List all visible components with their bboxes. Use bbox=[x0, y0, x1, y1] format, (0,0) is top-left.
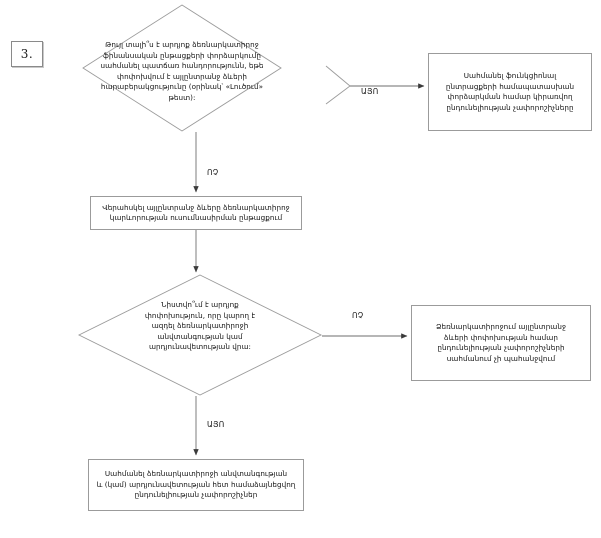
process-define-safety-criteria-label: Սահմանել ձեռնարկատիրոջի անվտանգության և … bbox=[96, 469, 296, 500]
decision-funding-test[interactable]: Թույլ տալի՞ս է արդյոք ձեռնարկատիրոջ ֆինա… bbox=[82, 4, 282, 132]
process-define-acceptance-criteria[interactable]: Սահմանել ֆունկցիոնալ ընտրացքերի համապատա… bbox=[428, 53, 592, 131]
decision-risk-change-label: Նիստվո՞ւմ է արդյոք փոփոխություն, որը կար… bbox=[144, 300, 256, 351]
edge-label-no-top: ՈՉ bbox=[207, 168, 219, 177]
chevron-fragment-icon bbox=[325, 65, 351, 105]
diamond-shape bbox=[82, 4, 282, 132]
process-define-safety-criteria[interactable]: Սահմանել ձեռնարկատիրոջի անվտանգության և … bbox=[88, 459, 304, 511]
diamond-shape bbox=[77, 274, 323, 396]
edge-label-yes-top: ԱՅՈ bbox=[361, 87, 379, 96]
decision-funding-test-label: Թույլ տալի՞ս է արդյոք ձեռնարկատիրոջ ֆինա… bbox=[100, 40, 264, 102]
process-no-criteria-required-label: Ձեռնարկատիրոջում այլընտրանջ ձևերի փոփոխո… bbox=[435, 322, 567, 363]
process-define-acceptance-criteria-label: Սահմանել ֆունկցիոնալ ընտրացքերի համապատա… bbox=[445, 71, 575, 112]
process-review-alternatives-label: Վերահսկել այլընտրանջ ձևերը ձեռնարկատիրոջ… bbox=[102, 202, 290, 223]
decision-risk-change[interactable]: Նիստվո՞ւմ է արդյոք փոփոխություն, որը կար… bbox=[77, 274, 323, 396]
process-review-alternatives[interactable]: Վերահսկել այլընտրանջ ձևերը ձեռնարկատիրոջ… bbox=[90, 196, 302, 230]
edge-label-no-mid: ՈՉ bbox=[352, 311, 364, 320]
edge-label-yes-bottom: ԱՅՈ bbox=[207, 420, 225, 429]
process-no-criteria-required[interactable]: Ձեռնարկատիրոջում այլընտրանջ ձևերի փոփոխո… bbox=[411, 305, 591, 381]
step-number-chip: 3. bbox=[11, 41, 43, 67]
